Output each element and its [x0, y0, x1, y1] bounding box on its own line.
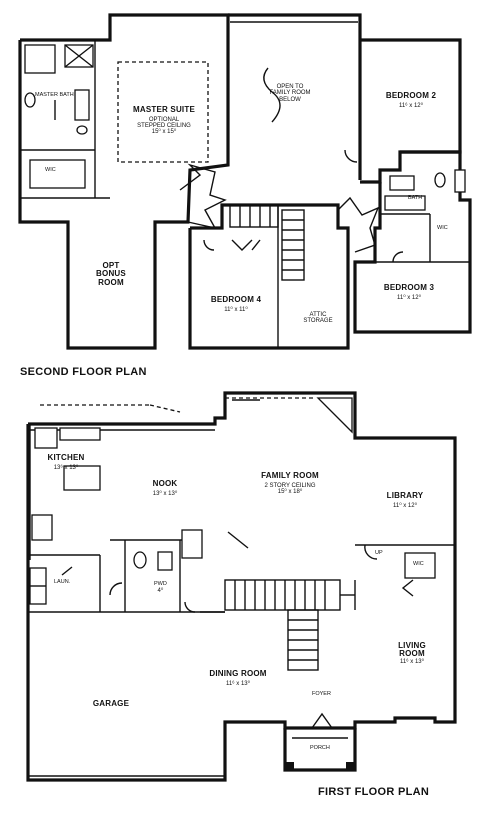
master-shower [24, 44, 56, 74]
laun-label: LAUN. [54, 579, 71, 586]
opt-bonus-line2: BONUS [96, 269, 126, 279]
wic-closet [404, 552, 436, 579]
garage-label: GARAGE [80, 694, 142, 711]
foyer-name: FOYER [312, 691, 331, 697]
bedroom2-label: BEDROOM 2 11⁶ x 12⁰ [366, 86, 456, 109]
second-floor-title: SECOND FLOOR PLAN [20, 366, 147, 378]
nook-name: NOOK [152, 479, 178, 488]
family-room-divider [227, 531, 249, 549]
first-floor-plan [26, 391, 457, 782]
kitchen-name: KITCHEN [47, 453, 85, 462]
kitchen-label: KITCHEN 13⁶ x 13⁰ [36, 448, 96, 471]
wic-first-label: WIC [413, 561, 424, 568]
opt-bonus-line3: ROOM [98, 277, 124, 287]
library-label: LIBRARY 11⁰ x 12⁰ [370, 486, 440, 509]
dining-room-dims: 11⁶ x 13⁰ [225, 680, 251, 687]
bedroom4-name: BEDROOM 4 [210, 295, 262, 304]
family-room-dims: 15⁰ x 18⁰ [277, 489, 303, 496]
second-floor-hall-jog-right [337, 196, 380, 253]
second-floor-open-to-below-wall [228, 13, 362, 180]
first-floor-title: FIRST FLOOR PLAN [318, 786, 430, 798]
pwdr-name: PWD [154, 581, 167, 587]
second-floor-stair [229, 204, 305, 281]
bedroom4-dims: 11⁰ x 11⁰ [224, 306, 248, 313]
living-room-dims: 11⁶ x 13⁰ [399, 658, 425, 665]
opt-bonus-label: OPT BONUS ROOM [80, 261, 142, 287]
wic-bed3-label: WIC [437, 225, 448, 232]
porch-name: PORCH [310, 745, 330, 751]
attic-label: ATTIC STORAGE [300, 312, 336, 325]
bedroom3-dims: 11⁰ x 12⁰ [396, 294, 422, 301]
master-bath-name: MASTER BATH [35, 92, 74, 98]
master-bath-label: MASTER BATH [35, 92, 74, 99]
wic-master-label: WIC [45, 167, 56, 174]
attic-line2: STORAGE [303, 318, 333, 325]
second-floor-bedroom2-wall [360, 38, 462, 184]
front-door-swing [311, 712, 333, 729]
open-to-family-label: OPEN TO FAMILY ROOM BELOW [260, 84, 320, 103]
library-dims: 11⁰ x 12⁰ [392, 502, 418, 509]
family-room-name: FAMILY ROOM [261, 471, 319, 480]
open-to-line3: BELOW [279, 96, 301, 103]
living-room-name2: ROOM [399, 649, 425, 659]
foyer-label: FOYER [312, 691, 331, 698]
second-floor-hall-jog [179, 163, 227, 230]
wic-bed3-name: WIC [437, 225, 448, 231]
nook-label: NOOK 13⁰ x 13⁰ [140, 474, 190, 497]
pwdr-dims: 4⁰ [157, 587, 164, 594]
family-room-note: 2 STORY CEILING [264, 482, 316, 489]
fireplace [316, 397, 353, 434]
porch-outline [283, 728, 357, 772]
stepped-ceiling-outline [117, 61, 209, 163]
bedroom3-label: BEDROOM 3 11⁰ x 12⁰ [364, 278, 454, 301]
bedroom2-name: BEDROOM 2 [385, 91, 437, 100]
up-name: UP [375, 550, 383, 556]
bath-label: BATH [408, 195, 423, 202]
master-suite-note1: OPTIONAL [148, 116, 180, 123]
kitchen-island [63, 465, 101, 491]
master-suite-note2: STEPPED CEILING [137, 123, 191, 130]
bedroom3-name: BEDROOM 3 [383, 283, 435, 292]
open-to-below-arrow [263, 67, 281, 123]
kitchen-dims: 13⁶ x 13⁰ [53, 464, 79, 471]
opt-bonus-line1: OPT [102, 261, 120, 270]
up-label: UP [375, 550, 383, 557]
open-to-line1: OPEN TO [276, 84, 304, 90]
bath-name: BATH [408, 195, 423, 201]
family-room-label: FAMILY ROOM 2 STORY CEILING 15⁰ x 18⁰ [245, 466, 335, 495]
bedroom2-dims: 11⁶ x 12⁰ [398, 102, 424, 109]
first-floor-stair [224, 579, 341, 671]
master-suite-dims: 15⁰ x 15⁰ [151, 129, 177, 136]
nook-column [181, 529, 203, 559]
dining-room-name: DINING ROOM [209, 669, 267, 678]
first-floor-outer-wall [26, 391, 457, 782]
garage-name: GARAGE [92, 699, 130, 708]
second-floor-plan [18, 13, 472, 350]
master-wic-box [29, 159, 86, 189]
second-floor-bedroom4-wall [188, 203, 350, 350]
living-room-name: LIVING [398, 641, 426, 650]
attic-line1: ATTIC [309, 312, 327, 318]
open-to-line2: FAMILY ROOM [269, 90, 311, 97]
master-suite-name: MASTER SUITE [133, 105, 195, 114]
laun-name: LAUN. [54, 579, 71, 585]
porch-label: PORCH [310, 745, 330, 752]
pwdr-label: PWD 4⁰ [154, 581, 167, 594]
kitchen-range [34, 427, 58, 449]
powder-toilet [133, 551, 147, 569]
nook-dims: 13⁰ x 13⁰ [152, 490, 178, 497]
wic-first-name: WIC [413, 561, 424, 567]
bedroom4-label: BEDROOM 4 11⁰ x 11⁰ [196, 290, 276, 313]
living-room-label: LIVING ROOM 11⁶ x 13⁰ [382, 641, 442, 665]
library-name: LIBRARY [386, 491, 424, 500]
second-floor-outer-wall-left [18, 13, 230, 350]
dining-room-label: DINING ROOM 11⁶ x 13⁰ [198, 664, 278, 687]
master-suite-label: MASTER SUITE OPTIONAL STEPPED CEILING 15… [118, 100, 210, 136]
master-toilet [24, 92, 36, 108]
wic-master-name: WIC [45, 167, 56, 173]
